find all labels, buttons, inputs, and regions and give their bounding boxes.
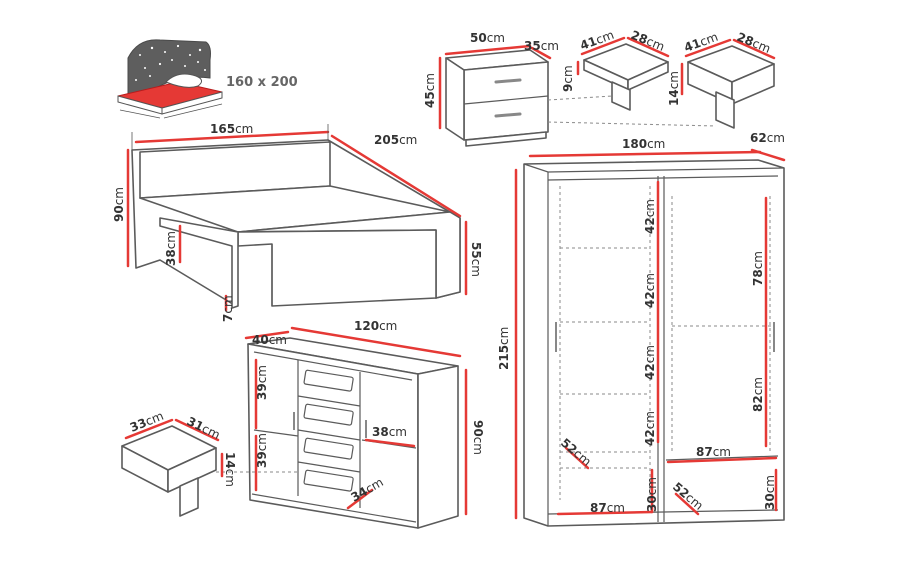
dresser-drawer-width-label: 33cm [128, 409, 166, 435]
bed: 165cm 205cm 90cm 55cm 38cm 7cm [112, 122, 483, 322]
wardrobe: 180cm 62cm 215cm 42cm 42cm 42cm 42cm 78c… [497, 131, 786, 527]
bed-side-height-label: 38cm [164, 231, 178, 266]
drawer-small-height-label: 9cm [561, 65, 575, 92]
nightstand: 50cm 35cm 45cm [423, 31, 559, 147]
bed-footboard-height-label: 55cm [469, 242, 483, 277]
nightstand-drawer-large: 41cm 28cm 14cm [547, 30, 776, 129]
dresser-shelf-upper-label: 39cm [255, 365, 269, 400]
dresser-drawer-width-label: 38cm [372, 425, 407, 439]
drawer-small-width-label: 41cm [578, 28, 616, 53]
wardrobe-shelf-1-label: 42cm [643, 199, 657, 234]
dresser-depth-label: 40cm [252, 333, 287, 347]
dresser-width-label: 120cm [354, 319, 397, 333]
mattress-size-label: 160 x 200 [226, 75, 298, 90]
wardrobe-shelf-3-label: 42cm [643, 345, 657, 380]
wardrobe-rail-lower-label: 82cm [751, 377, 765, 412]
bed-length-label: 205cm [374, 133, 417, 147]
dresser-height-label: 90cm [471, 420, 485, 455]
drawer-large-height-label: 14cm [667, 71, 681, 106]
nightstand-width-label: 50cm [470, 31, 505, 45]
wardrobe-right-drawer-width-label: 87cm [696, 445, 731, 459]
nightstand-depth-label: 35cm [524, 39, 559, 53]
bed-width-label: 165cm [210, 122, 253, 136]
wardrobe-shelf-2-label: 42cm [643, 273, 657, 308]
wardrobe-rail-upper-label: 78cm [751, 251, 765, 286]
bed-clearance-label: 7cm [221, 295, 235, 322]
nightstand-drawer-small: 41cm 28cm 9cm [547, 28, 670, 111]
dresser-drawer-height-label: 14cm [223, 452, 237, 487]
wardrobe-depth-label: 62cm [750, 131, 785, 145]
wardrobe-height-label: 215cm [497, 327, 511, 370]
bed-headboard-height-label: 90cm [112, 187, 126, 222]
dresser-shelf-lower-label: 39cm [255, 433, 269, 468]
drawer-large-depth-label: 28cm [735, 30, 773, 56]
wardrobe-left-drawer-height-label: 30cm [645, 477, 659, 512]
wardrobe-shelf-4-label: 42cm [643, 411, 657, 446]
dresser-drawer: 33cm 31cm 14cm [121, 409, 237, 517]
mattress-icon: 160 x 200 [117, 39, 298, 119]
nightstand-height-label: 45cm [423, 73, 437, 108]
drawer-small-depth-label: 28cm [629, 28, 667, 54]
wardrobe-right-drawer-height-label: 30cm [763, 475, 777, 510]
wardrobe-width-label: 180cm [622, 137, 665, 151]
dresser: 40cm 120cm 90cm 39cm 39cm 38cm 34cm [210, 319, 485, 529]
wardrobe-left-drawer-width-label: 87cm [590, 501, 625, 515]
drawer-large-width-label: 41cm [682, 30, 720, 55]
